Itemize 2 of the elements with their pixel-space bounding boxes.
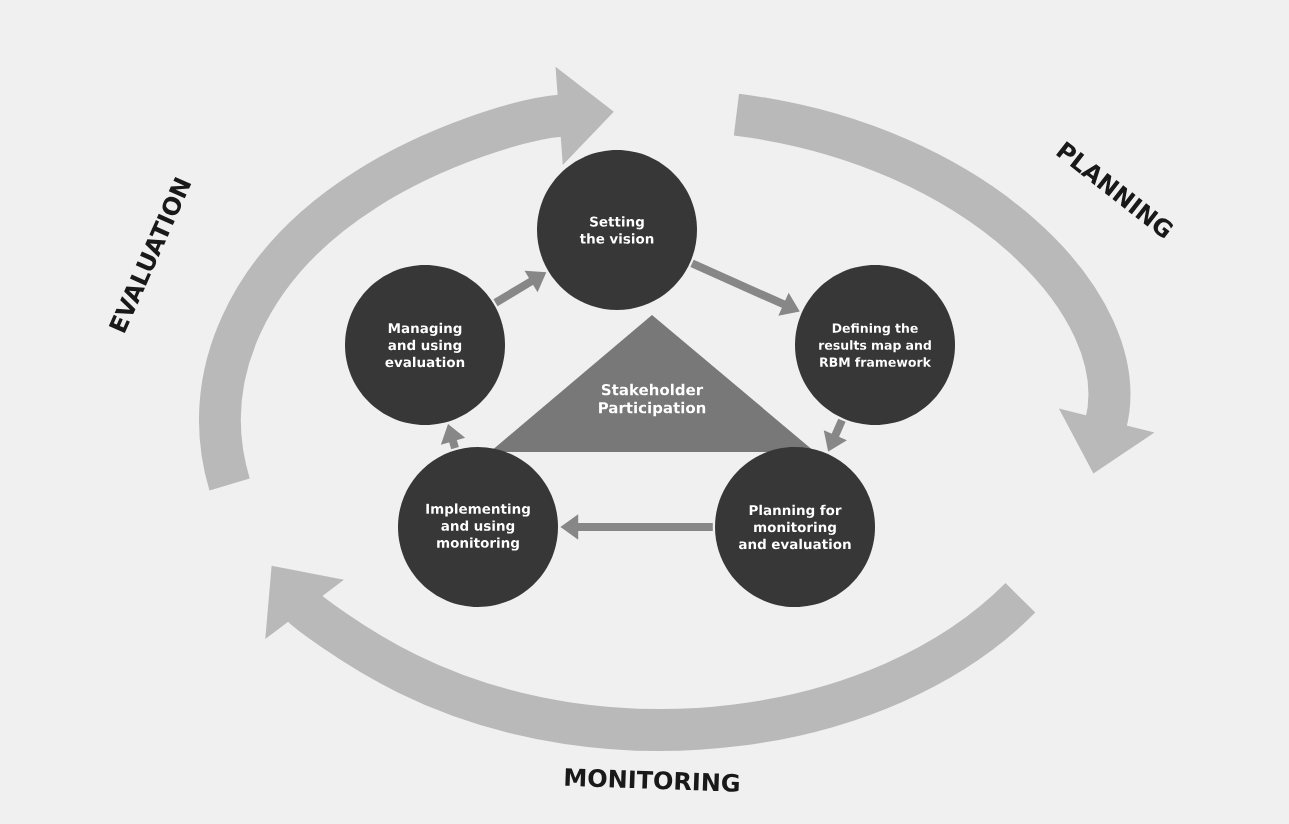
stakeholder-triangle: Stakeholder Participation xyxy=(490,315,815,452)
cycle-label: MONITORING xyxy=(565,768,739,792)
